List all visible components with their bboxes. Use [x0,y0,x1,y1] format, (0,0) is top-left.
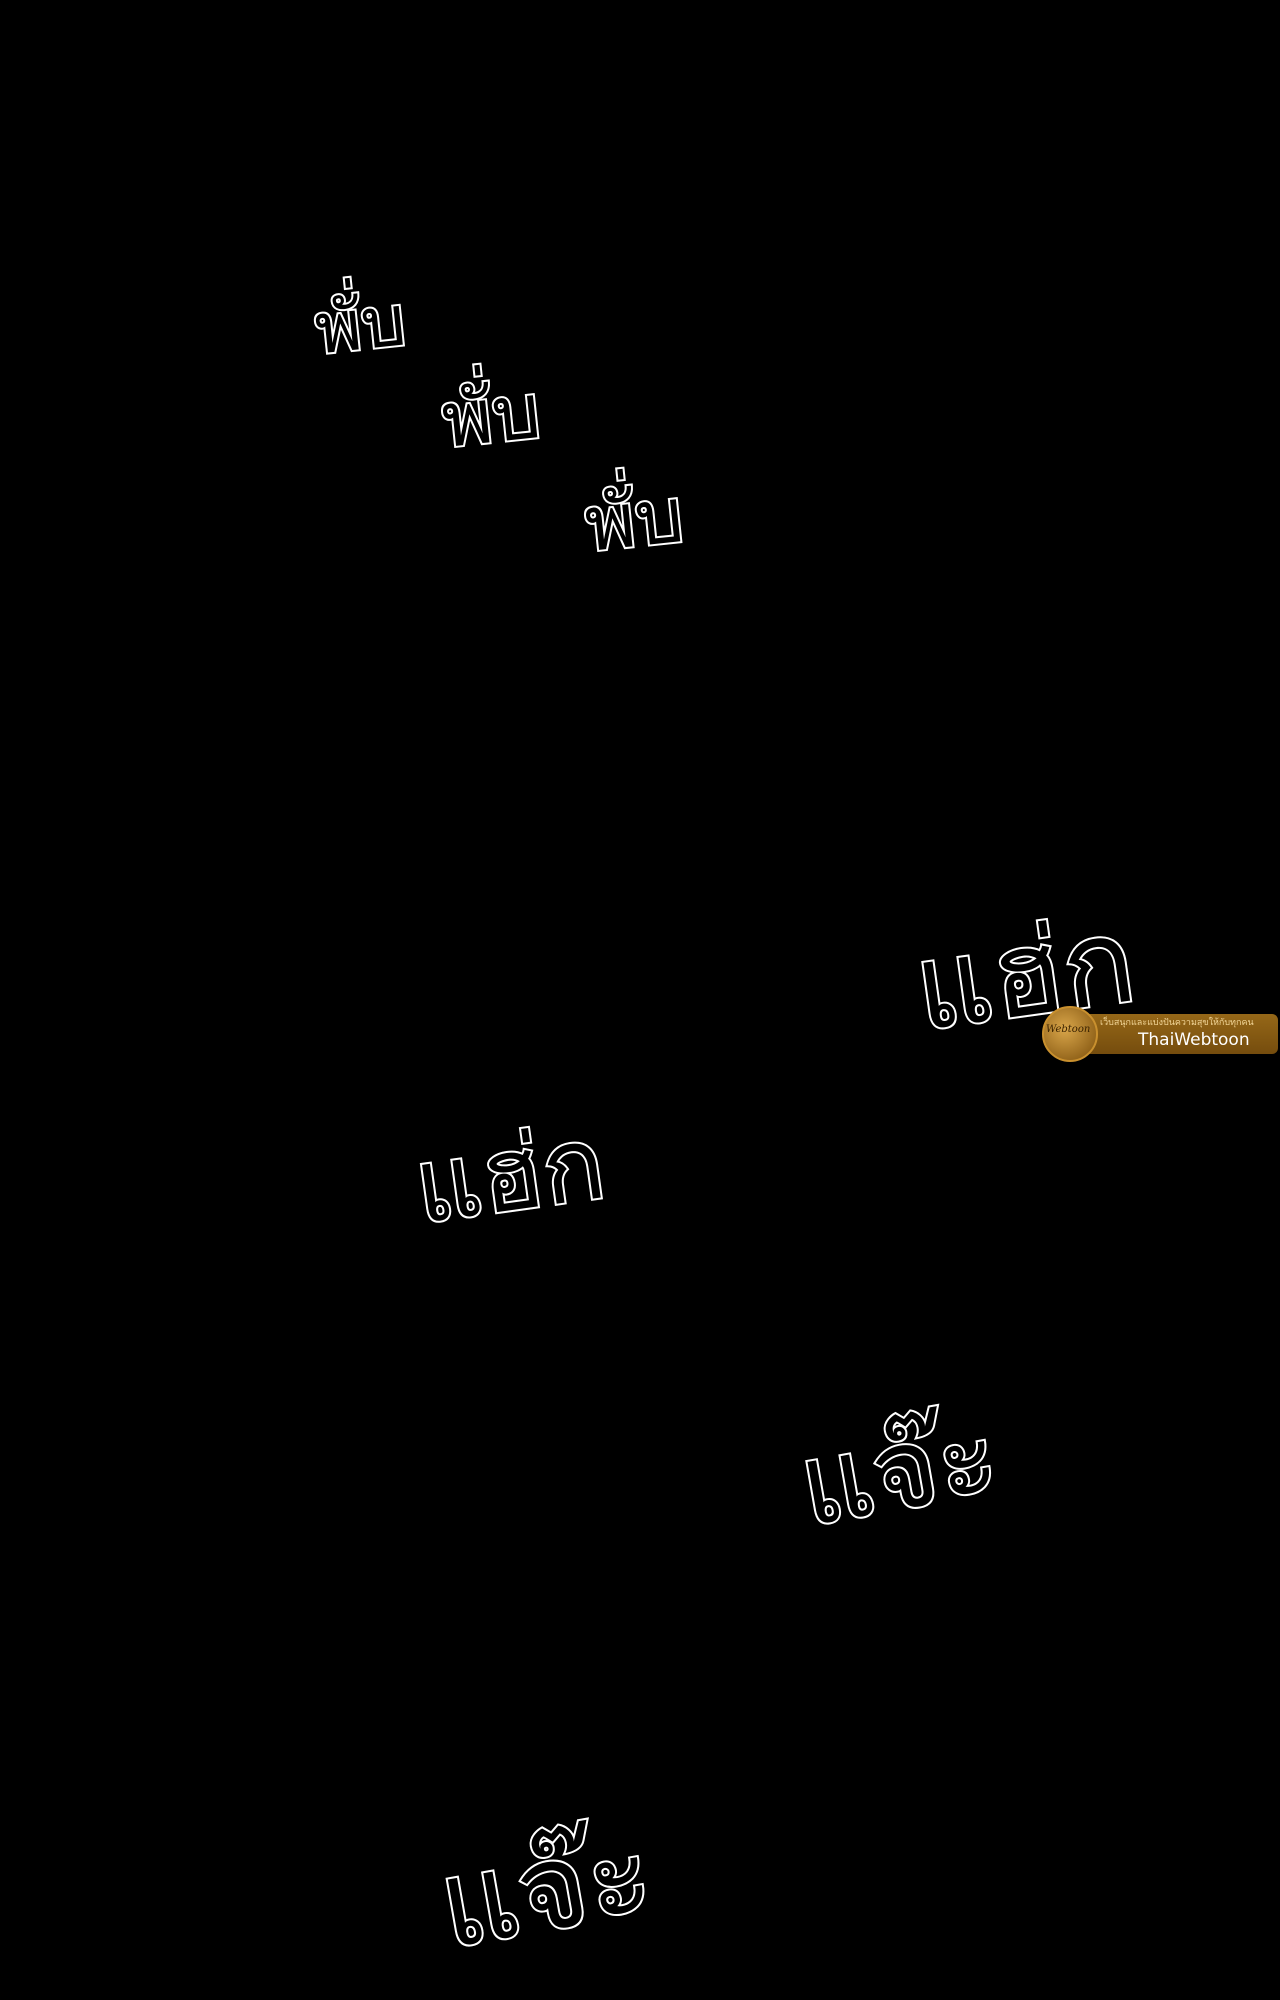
watermark: Webtoon เว็บสนุกและแบ่งปันความสุขให้กับท… [1042,1006,1278,1062]
sound-effect-text: พั่บ [579,468,690,571]
watermark-bar [1070,1014,1278,1054]
sound-effect-text: พั่บ [309,277,412,372]
sound-effect-text: แจ๊ะ [427,1801,664,1979]
watermark-logo-text: Webtoon [1046,1024,1091,1035]
sound-effect-text: แจ๊ะ [788,1388,1010,1554]
watermark-logo-icon [1042,1006,1098,1062]
watermark-tagline: เว็บสนุกและแบ่งปันความสุขให้กับทุกคน [1100,1018,1254,1028]
sound-effect-text: แฮ่ก [406,1101,614,1249]
watermark-name: ThaiWebtoon [1138,1030,1250,1050]
sound-effect-text: พั่บ [436,364,547,467]
